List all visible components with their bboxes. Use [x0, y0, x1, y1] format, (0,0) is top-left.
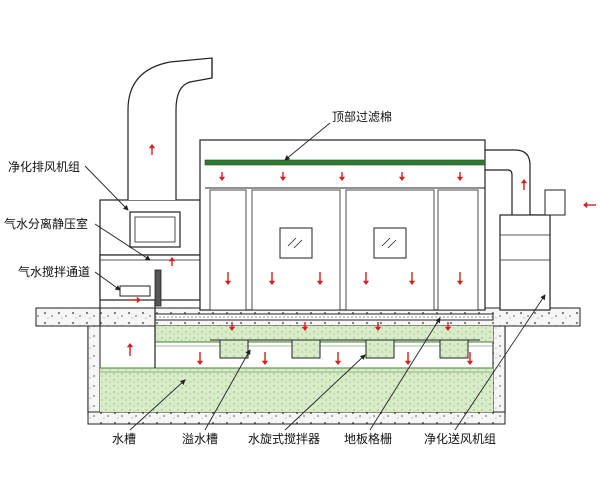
airflow-arrow-icon [520, 179, 528, 190]
airflow-arrow-icon [398, 172, 406, 181]
airflow-arrow-icon [268, 272, 276, 285]
airflow-arrow-icon [196, 352, 204, 365]
leader-lines [84, 122, 546, 431]
airflow-arrow-icon [583, 201, 596, 209]
airflow-arrow-icon [130, 296, 141, 304]
label-vortex-mixer: 水旋式搅拌器 [248, 432, 321, 446]
airflow-arrow-icon [404, 352, 412, 365]
label-top-filter: 顶部过滤棉 [332, 110, 393, 124]
label-floor-grating: 地板格栅 [344, 432, 393, 446]
label-exhaust-unit: 净化排风机组 [8, 160, 81, 174]
airflow-arrow-icon [334, 352, 342, 365]
label-water-tank: 水槽 [112, 432, 137, 446]
airflow-arrow-icon [224, 272, 232, 285]
label-mixing-channel: 气水搅拌通道 [18, 265, 91, 279]
airflow-arrow-icon [338, 172, 346, 181]
airflow-arrow-icon [456, 272, 464, 285]
airflow-arrow-icon [362, 272, 370, 285]
airflow-arrow-icon [316, 272, 324, 285]
supply-unit [485, 149, 566, 311]
airflow-arrow-icon [466, 352, 474, 365]
label-supply-unit: 净化送风机组 [424, 432, 497, 446]
label-overflow-tank: 溢水槽 [182, 432, 219, 446]
airflow-arrow-icon [228, 322, 236, 331]
airflow-arrow-icon [456, 172, 464, 181]
floor-grating [154, 313, 494, 321]
airflow-arrow-icon [218, 172, 226, 181]
airflow-arrow-icon [279, 172, 287, 181]
airflow-arrow-icon [444, 322, 452, 331]
vortex-mixers [210, 339, 480, 359]
booth-body [199, 139, 486, 311]
window-glass-icon [373, 227, 407, 259]
water-pit [87, 325, 506, 425]
separation-chamber [99, 254, 201, 307]
airflow-arrow-icon [261, 352, 269, 365]
window-glass-icon [279, 227, 313, 259]
airflow-arrow-icon [148, 144, 156, 155]
label-separation-chamber: 气水分离静压室 [4, 217, 89, 231]
airflow-arrow-icon [301, 322, 309, 331]
airflow-arrow-icon [374, 322, 382, 331]
exhaust-unit [99, 57, 213, 256]
airflow-arrow-icon [126, 343, 134, 356]
airflow-arrow-icon [168, 257, 176, 266]
airflow-arrow-icon [408, 272, 416, 285]
airflow-arrows [126, 144, 596, 365]
